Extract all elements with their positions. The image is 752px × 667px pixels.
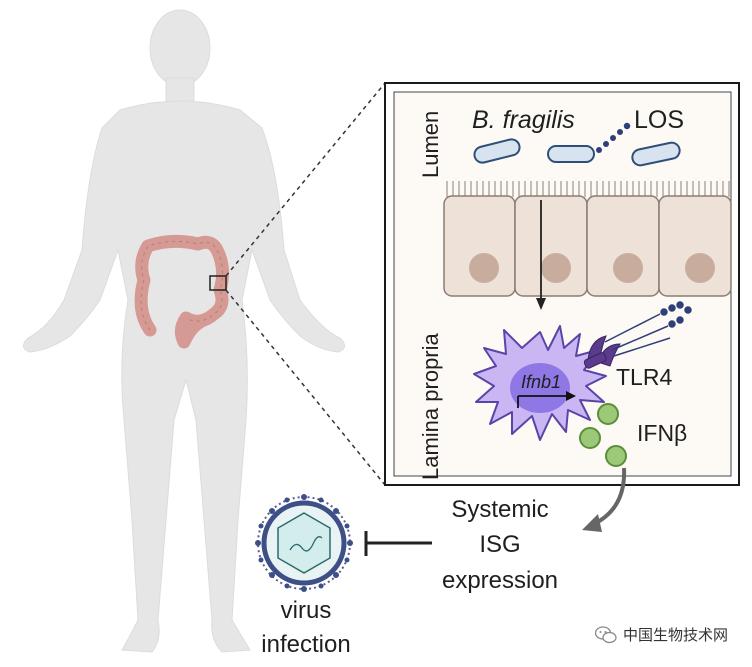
lumen-label: Lumen (418, 111, 443, 178)
los-molecule (596, 122, 631, 153)
watermark-text: 中国生物技术网 (622, 626, 728, 644)
lamina-propria-label: Lamina propria (418, 332, 443, 480)
ifn-beta-label: IFNβ (637, 420, 687, 446)
virus-label-line-2: infection (261, 631, 350, 658)
zoom-line-top (225, 82, 386, 277)
ifn-beta-molecule (579, 427, 601, 449)
human-body-silhouette (23, 9, 345, 653)
los-label: LOS (634, 106, 684, 134)
zoom-line-bottom (225, 289, 386, 486)
ifn-beta-molecule (605, 445, 627, 467)
virus-label-line-1: virus (281, 597, 332, 624)
cell-nucleus (541, 253, 571, 283)
colon (134, 234, 230, 349)
ifn-beta-molecules (579, 403, 627, 467)
outcome-line-1: Systemic (451, 496, 548, 523)
wechat-icon (594, 625, 617, 643)
cell-nucleus (613, 253, 643, 283)
bacteria-group (473, 138, 681, 167)
bacteria-label: B. fragilis (472, 106, 575, 134)
bacterium (547, 145, 595, 163)
bacterium (473, 138, 521, 164)
translocation-arrowhead (536, 298, 546, 310)
outcome-line-3: expression (442, 567, 558, 594)
cell-nucleus (685, 253, 715, 283)
dc-nucleus (510, 363, 570, 413)
epithelium (443, 181, 732, 297)
systemic-arrow (593, 467, 627, 526)
watermark: 中国生物技术网 (594, 624, 728, 645)
tlr4-label: TLR4 (616, 364, 672, 390)
dendritic-cell (473, 325, 607, 441)
ifn-beta-molecule (597, 403, 619, 425)
transcription-arrow (517, 395, 568, 408)
systemic-arrowhead (582, 514, 602, 532)
outcome-line-2: ISG (479, 531, 520, 558)
los-bound-chains (604, 301, 692, 357)
virus-icon (255, 494, 353, 592)
cell-nucleus (469, 253, 499, 283)
ifnb1-gene-label: Ifnb1 (521, 372, 561, 392)
bacterium (631, 141, 681, 167)
tlr4-receptor (583, 335, 621, 369)
transcription-arrowhead (566, 391, 576, 401)
zoom-box (209, 275, 227, 291)
